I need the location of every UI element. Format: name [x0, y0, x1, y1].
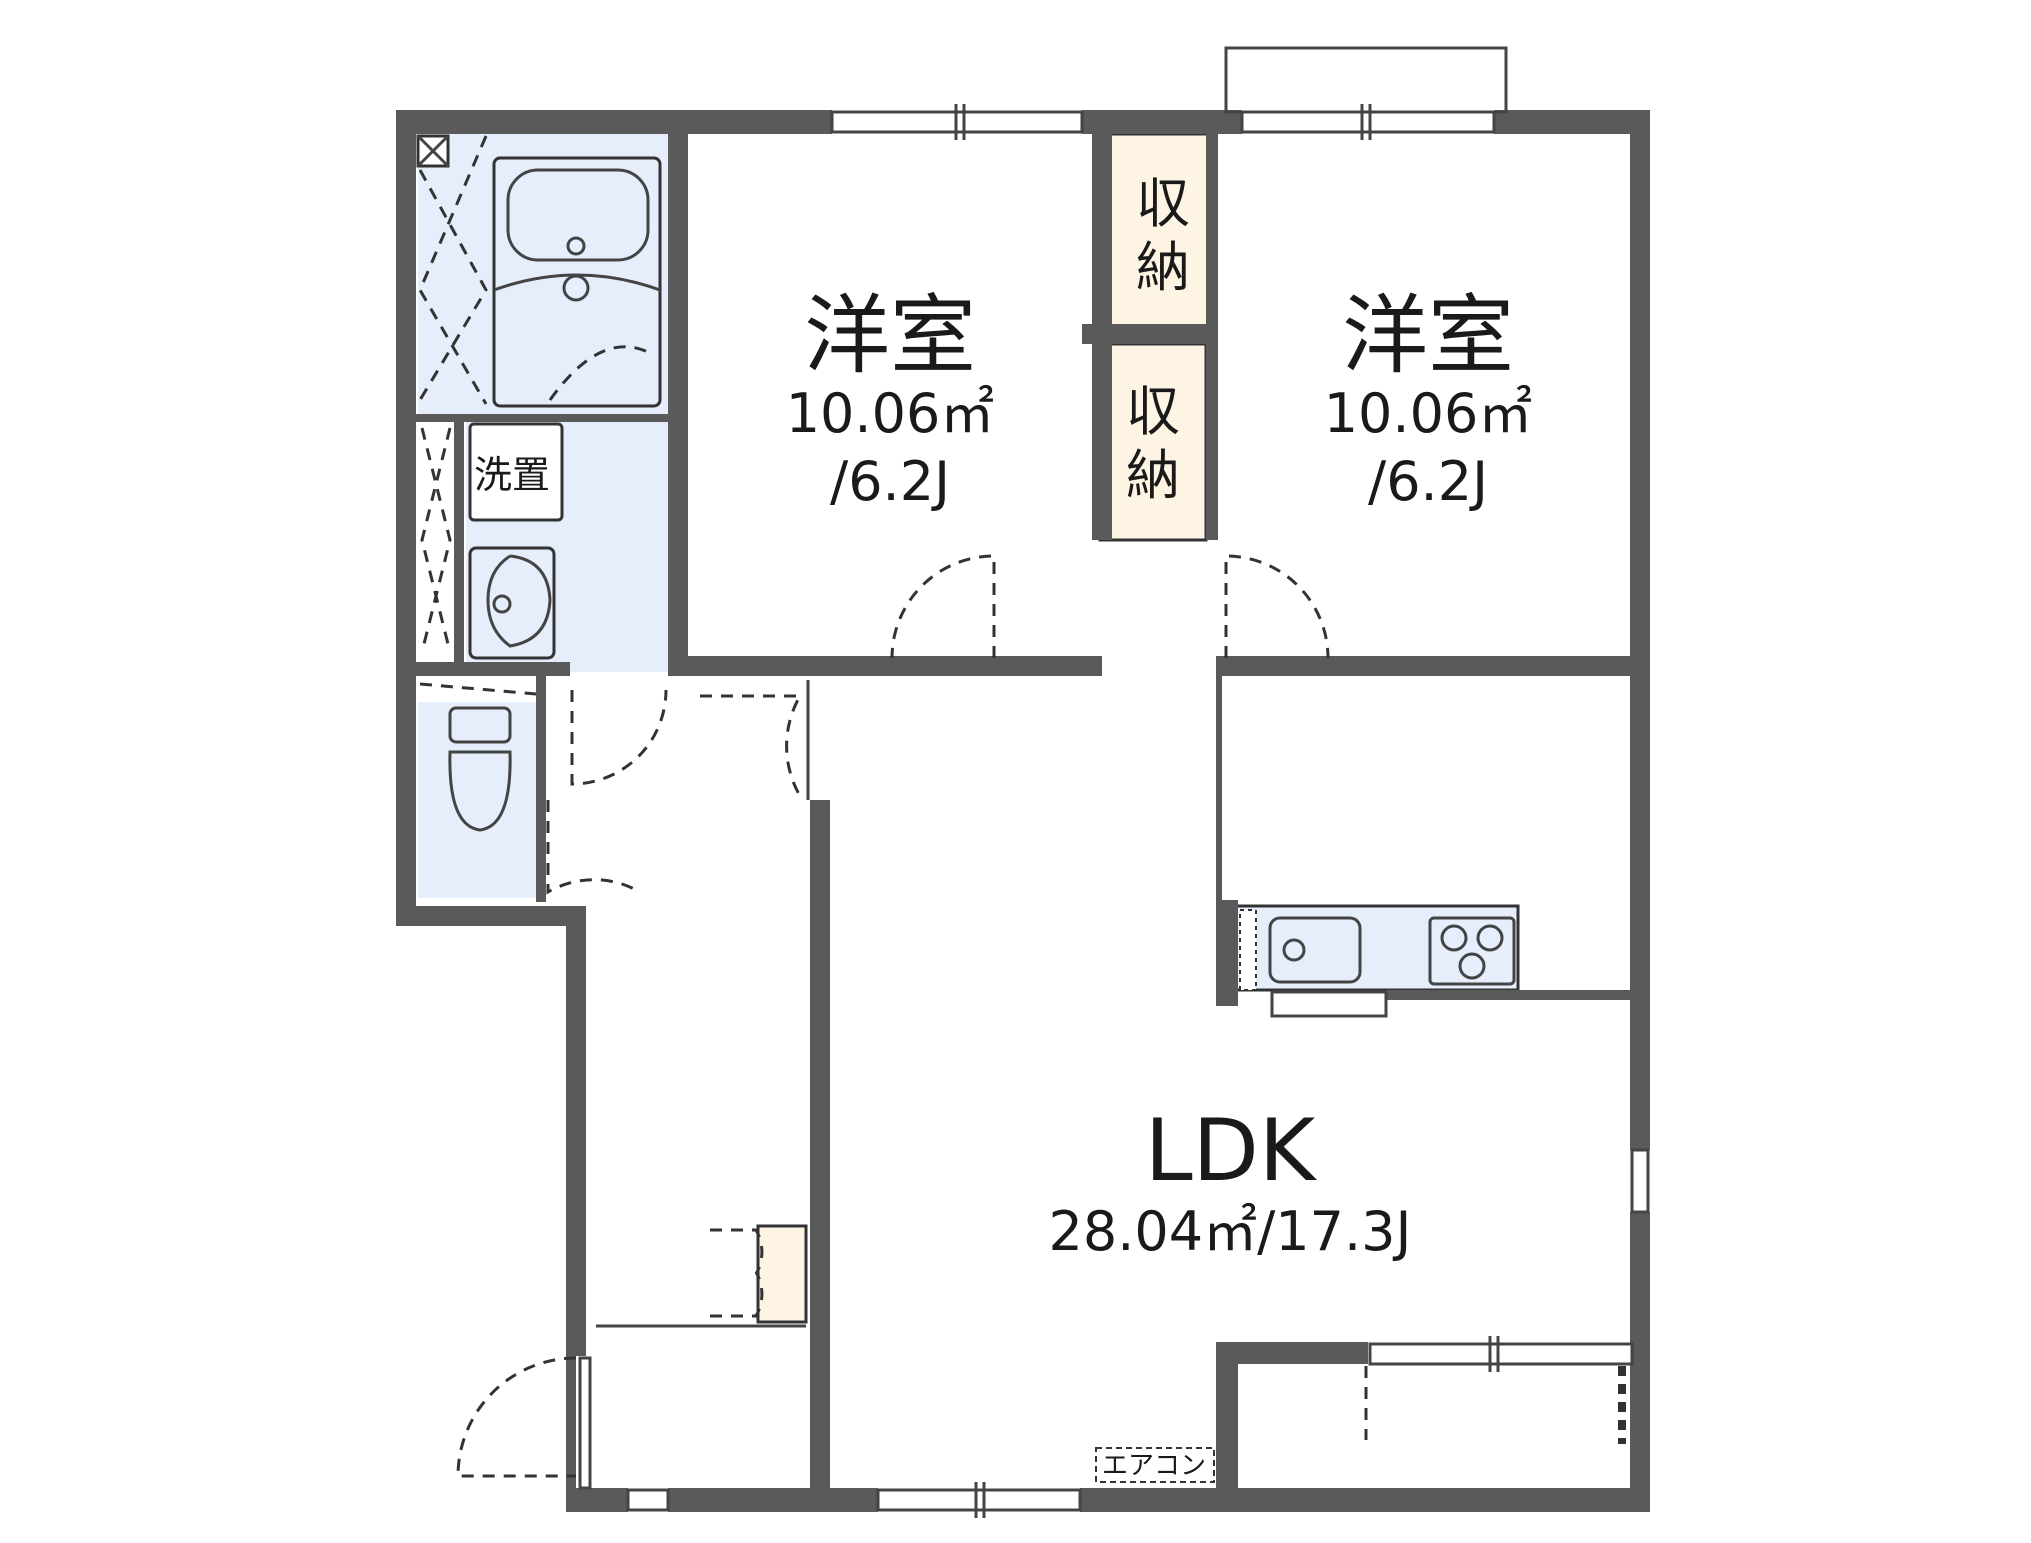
wash-folding-door: [420, 427, 452, 653]
doors: [456, 554, 1330, 1478]
kitchen: [1239, 909, 1516, 1018]
washer-label: 洗置: [474, 453, 550, 497]
bedroom-left-name: 洋室: [804, 286, 976, 386]
storage-bottom-label-2: 納: [1126, 444, 1180, 507]
bedroom-right-tatami: /6.2J: [1368, 450, 1488, 513]
washer-space: [468, 422, 564, 522]
toilet: [448, 706, 512, 832]
bedroom-right-name: 洋室: [1342, 286, 1514, 386]
bath-folding-door: [418, 135, 488, 405]
wash-basin: [468, 546, 556, 660]
aircon-box: [1095, 1447, 1215, 1483]
bedroom-left-area: 10.06㎡: [786, 382, 995, 445]
bathtub: [492, 156, 662, 408]
aircon-label: エアコン: [1102, 1451, 1206, 1481]
storage-top-label-2: 納: [1136, 236, 1190, 299]
ldk-name: LDK: [1145, 1101, 1318, 1201]
windows: [626, 46, 1650, 1518]
toilet-folding-door: [419, 682, 537, 696]
toilet-floor: [418, 702, 538, 898]
ventilation-fan: [416, 134, 450, 168]
bedroom-left-tatami: /6.2J: [830, 450, 950, 513]
storage-top-label-1: 収: [1136, 172, 1190, 235]
storage-bottom-label-1: 収: [1126, 380, 1180, 443]
shoe-cabinet: [756, 1224, 808, 1324]
walls: [396, 110, 1650, 1512]
bedroom-right-area: 10.06㎡: [1324, 382, 1533, 445]
ldk-area: 28.04㎡/17.3J: [1049, 1200, 1412, 1263]
entrance-sill: [578, 1356, 592, 1490]
